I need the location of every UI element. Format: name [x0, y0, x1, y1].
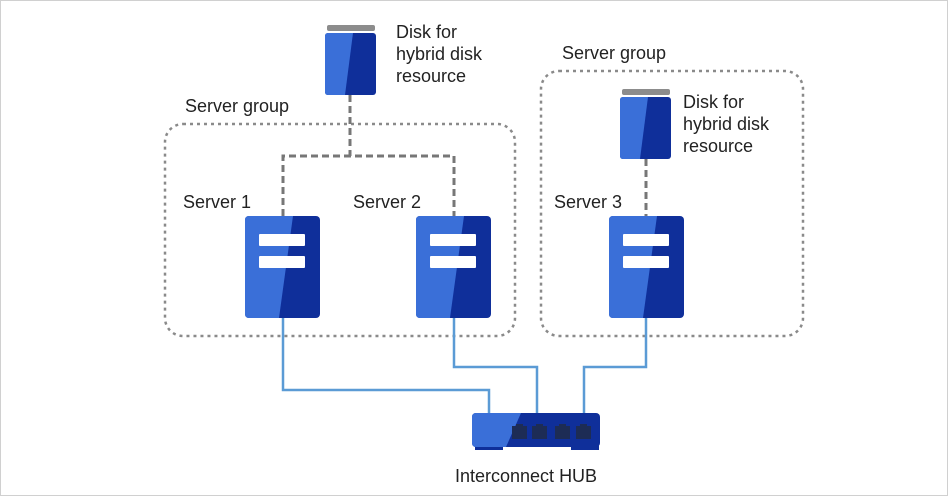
disk-icon-left [325, 25, 376, 95]
server-group-right-box [539, 69, 805, 338]
server3-label: Server 3 [554, 192, 623, 212]
interconnect-line-server2 [452, 318, 539, 413]
disk-label-right: Disk for hybrid disk resource [683, 91, 769, 157]
disk-label-left-line-2: hybrid disk [396, 44, 483, 64]
server-group-left-box [163, 122, 517, 338]
hub-icon [472, 413, 600, 450]
server-group-left-label: Server group [185, 96, 290, 116]
disk-label-right-line-2: hybrid disk [683, 114, 770, 134]
disk-label-right-line-3: resource [683, 136, 754, 156]
disk-label-left-line-1: Disk for [396, 22, 458, 42]
server-icon-1 [245, 216, 320, 318]
disk-icon-right [620, 89, 671, 159]
disk-label-left-line-3: resource [396, 66, 467, 86]
disk-label-right-line-1: Disk for [683, 92, 745, 112]
server-icon-2 [416, 216, 491, 318]
hub-label: Interconnect HUB [455, 466, 598, 486]
server1-label: Server 1 [183, 192, 252, 212]
disk-link-left [281, 95, 456, 216]
server-icon-3 [609, 216, 684, 318]
disk-label-left: Disk for hybrid disk resource [396, 21, 482, 87]
server-group-right-label: Server group [562, 43, 667, 63]
interconnect-line-server3 [582, 318, 648, 413]
server2-label: Server 2 [353, 192, 422, 212]
interconnect-line-server1 [281, 318, 491, 413]
interconnect-lines [281, 318, 648, 413]
